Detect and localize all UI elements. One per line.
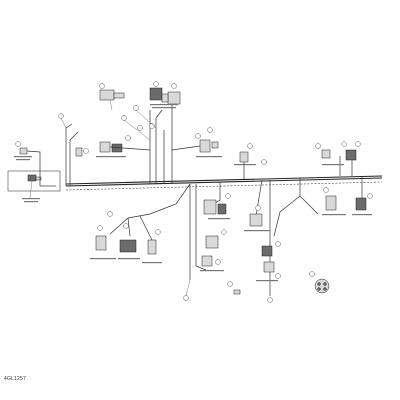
connector-top-d	[167, 91, 181, 105]
connector-lower-c	[147, 239, 157, 255]
connector-top-c	[149, 87, 163, 101]
connector-lower-a	[95, 235, 107, 251]
connector-center-a	[99, 141, 111, 153]
lower-left-cluster	[90, 183, 191, 264]
small-terminal	[233, 289, 241, 295]
top-center-cluster	[96, 81, 267, 184]
connector-right-b	[345, 149, 357, 161]
connector-lower-right-a	[249, 213, 263, 227]
connector-lower-b	[119, 239, 137, 253]
round-connector-icon	[314, 278, 330, 294]
connector-lower-right-b	[261, 245, 273, 257]
connector-lower-right-c	[263, 261, 275, 273]
connector-top-a	[99, 89, 115, 101]
connector-right-c	[325, 195, 337, 211]
connector-center-c	[199, 139, 211, 153]
inset-frame	[7, 170, 61, 192]
connector-top-b	[113, 92, 125, 99]
connector-left-inset	[27, 174, 37, 182]
right-cluster	[273, 141, 373, 237]
connector-center-d	[239, 151, 249, 163]
connector-right-a	[321, 149, 331, 159]
lower-right-cluster	[244, 179, 281, 303]
main-harness-trunk	[65, 175, 383, 191]
connector-lower-center-c	[205, 235, 219, 249]
connector-lower-center-b	[217, 203, 227, 215]
connector-right-d	[355, 197, 367, 211]
figure-reference-code: 4GL1257	[4, 376, 26, 382]
connector-left-upper	[19, 147, 28, 155]
left-branch	[7, 113, 89, 203]
connector-lower-center-d	[201, 255, 213, 267]
loose-items	[227, 271, 330, 295]
lower-center-cluster	[183, 182, 231, 301]
connector-left-mid	[75, 147, 83, 157]
connector-lower-center-a	[203, 199, 217, 215]
